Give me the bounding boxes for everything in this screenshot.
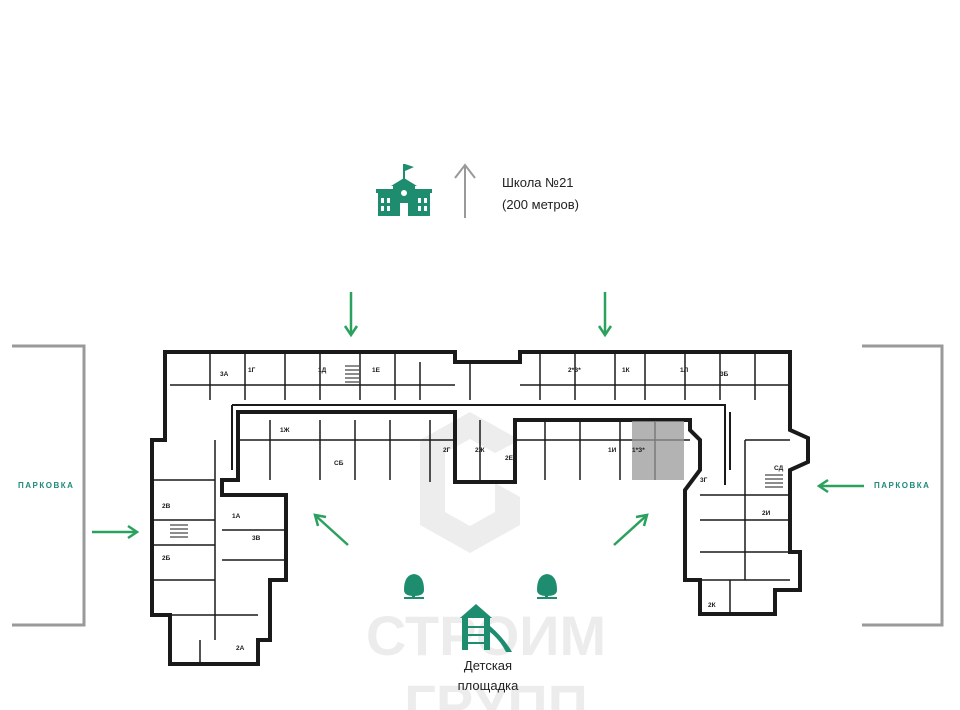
unit-label[interactable]: 2В (162, 503, 171, 510)
parking-label-left: ПАРКОВКА (18, 481, 75, 490)
unit-label[interactable]: 2Ж (475, 447, 485, 454)
unit-label[interactable]: 2Б (162, 555, 171, 562)
school-icon (376, 164, 432, 216)
playground-icon (460, 604, 512, 652)
parking-label-right: ПАРКОВКА (874, 481, 931, 490)
entrance-arrow-inner-right (613, 513, 649, 546)
unit-label[interactable]: 1*З* (632, 447, 645, 454)
entrance-arrow-top-left (343, 292, 359, 338)
unit-label[interactable]: 2Г (443, 447, 451, 454)
tree-icon (537, 574, 557, 599)
unit-label[interactable]: 1К (622, 367, 630, 374)
tree-icon (404, 574, 424, 599)
unit-label[interactable]: 1А (232, 513, 241, 520)
unit-label[interactable]: СБ (334, 460, 344, 467)
unit-label[interactable]: 1Л (680, 367, 689, 374)
unit-label[interactable]: 2И (762, 510, 771, 517)
unit-label[interactable]: 3А (220, 371, 229, 378)
unit-label[interactable]: 3Б (720, 371, 729, 378)
school-name: Школа №21 (502, 175, 574, 190)
highlighted-apartment[interactable] (632, 421, 684, 480)
unit-label[interactable]: 3В (252, 535, 261, 542)
unit-label[interactable]: 1Ж (280, 427, 290, 434)
unit-label[interactable]: 2Е (505, 455, 514, 462)
unit-label[interactable]: СД (774, 465, 784, 472)
unit-label[interactable]: 1И (608, 447, 617, 454)
unit-label[interactable]: 3Г (700, 477, 708, 484)
parking-bracket-right (862, 344, 944, 627)
entrance-arrow-right (816, 478, 864, 494)
watermark-line2: ГРУПП (404, 673, 588, 710)
school-label: Школа №21 (200 метров) (502, 172, 579, 216)
playground-line2: площадка (457, 678, 519, 693)
school-direction-arrow (454, 163, 476, 218)
school-distance: (200 метров) (502, 197, 580, 212)
watermark-logo (420, 412, 520, 553)
unit-label[interactable]: 1Г (248, 367, 256, 374)
unit-label[interactable]: 2К (708, 602, 716, 609)
entrance-arrows (92, 292, 864, 546)
entrance-arrow-top-right (597, 292, 613, 338)
playground-label: Детская площадка (430, 656, 546, 696)
playground-line1: Детская (463, 658, 513, 673)
unit-label[interactable]: 1Д (318, 367, 327, 374)
unit-label[interactable]: 1Е (372, 367, 381, 374)
unit-label[interactable]: 2А (236, 645, 245, 652)
building-plan (150, 350, 810, 666)
entrance-arrow-left (92, 524, 140, 540)
unit-label[interactable]: 2*З* (568, 367, 581, 374)
entrance-arrow-inner-left (313, 513, 349, 546)
parking-bracket-left (12, 344, 86, 627)
